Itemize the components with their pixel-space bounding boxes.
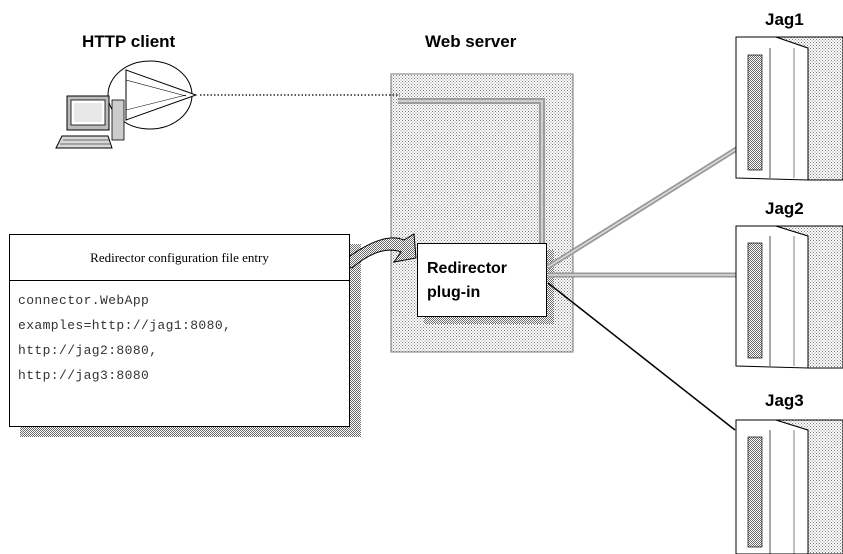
config-file-entry-box: Redirector configuration file entry conn… bbox=[9, 234, 350, 427]
web-server-label: Web server bbox=[425, 32, 517, 51]
config-line: http://jag2:8080, bbox=[18, 343, 158, 358]
redirector-plugin-box: Redirector plug-in bbox=[417, 243, 547, 317]
config-line: connector.WebApp bbox=[18, 293, 150, 308]
computer-icon bbox=[55, 60, 198, 149]
server-jag1-label: Jag1 bbox=[765, 10, 804, 29]
server-jag2-label: Jag2 bbox=[765, 199, 804, 218]
config-to-plugin-arrow bbox=[341, 233, 417, 269]
server-jag3-label: Jag3 bbox=[765, 391, 804, 410]
config-file-entry-title: Redirector configuration file entry bbox=[10, 235, 349, 281]
server-tower-icon bbox=[735, 36, 843, 554]
config-file-entry-body: connector.WebApp examples=http://jag1:80… bbox=[10, 281, 349, 388]
config-line: http://jag3:8080 bbox=[18, 368, 150, 383]
config-line: examples=http://jag1:8080, bbox=[18, 318, 232, 333]
server-connections bbox=[546, 145, 740, 431]
request-pipe-highlight bbox=[398, 100, 543, 243]
redirector-plugin-label: Redirector plug-in bbox=[427, 260, 508, 301]
http-client-label: HTTP client bbox=[82, 32, 176, 51]
